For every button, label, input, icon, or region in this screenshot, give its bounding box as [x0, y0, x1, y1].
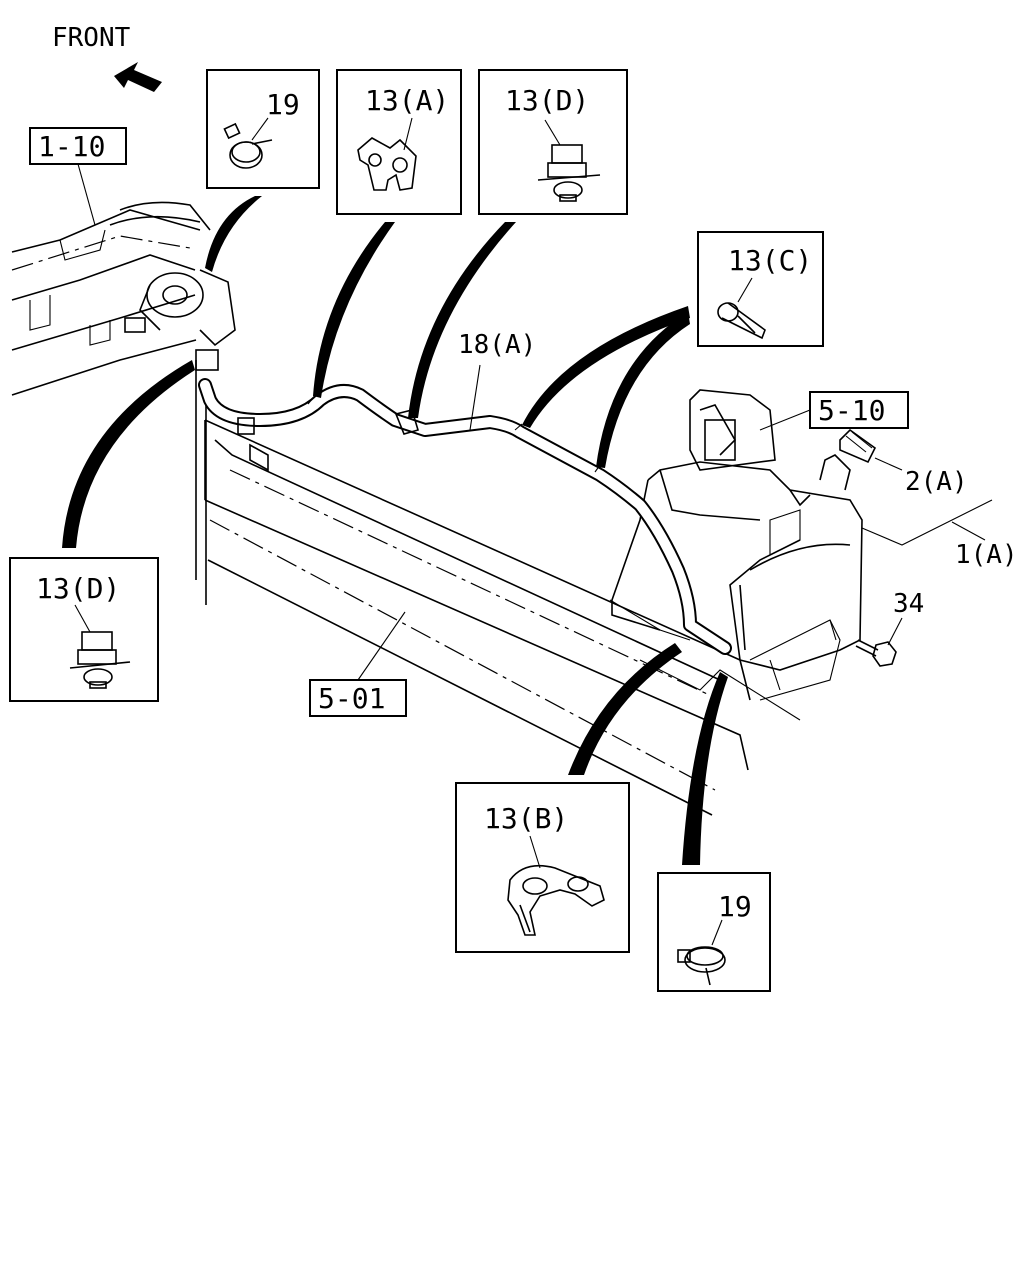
detail-box-clamp-19-top: 19 [206, 69, 320, 189]
callout-1a: 1(A) [861, 499, 1018, 570]
callout-5-01: 5-01 [309, 611, 407, 717]
svg-text:19: 19 [718, 890, 752, 923]
hose-18a [198, 378, 732, 655]
detail-box-clip-13d-top: 13(D) [478, 69, 628, 215]
svg-text:5-01: 5-01 [318, 682, 385, 715]
detail-box-clamp-19-bottom: 19 [657, 872, 771, 992]
front-arrow-icon [114, 62, 162, 92]
callout-34: 34 [887, 589, 924, 646]
leader-swooshes [62, 196, 728, 865]
svg-text:13(B): 13(B) [484, 802, 568, 835]
svg-text:5-10: 5-10 [818, 394, 885, 427]
callout-18a: 18(A) [458, 330, 536, 431]
tank-cap [839, 428, 877, 464]
detail-box-clip-13a: 13(A) [336, 69, 462, 215]
svg-text:19: 19 [266, 88, 300, 121]
hose-clamp-icon [223, 122, 273, 169]
front-label: FRONT [52, 23, 131, 53]
wire-clip-icon [717, 302, 766, 340]
callout-5-10: 5-10 [759, 391, 909, 431]
double-clip-icon [507, 864, 605, 936]
reservoir-tank [611, 389, 863, 701]
hose-clamp-icon [677, 946, 726, 986]
pipe-clip-icon [537, 144, 601, 202]
svg-text:2(A): 2(A) [905, 467, 968, 497]
svg-text:34: 34 [893, 589, 924, 619]
hose-clip-icon [357, 137, 417, 191]
svg-text:13(C): 13(C) [728, 244, 812, 277]
svg-text:13(D): 13(D) [36, 572, 120, 605]
callout-2a: 2(A) [874, 457, 968, 497]
svg-text:1(A): 1(A) [955, 540, 1018, 570]
callout-1-10: 1-10 [29, 127, 127, 226]
svg-text:18(A): 18(A) [458, 330, 536, 360]
detail-box-clip-13c: 13(C) [697, 231, 824, 347]
detail-box-clip-13d-left: 13(D) [9, 557, 159, 702]
pipe-clip-icon [69, 631, 131, 689]
svg-text:13(D): 13(D) [505, 84, 589, 117]
svg-text:13(A): 13(A) [365, 84, 449, 117]
svg-text:1-10: 1-10 [38, 130, 105, 163]
detail-box-clip-13b: 13(B) [455, 782, 630, 953]
radiator-support-assembly [11, 201, 236, 396]
bolt-34 [855, 639, 897, 667]
